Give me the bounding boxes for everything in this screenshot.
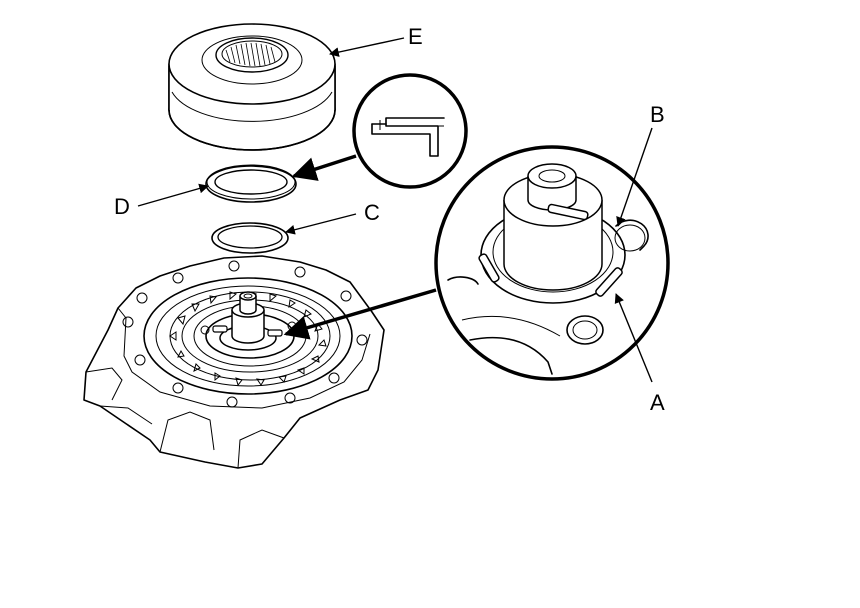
leader-e <box>329 37 405 57</box>
detail-arrow-shaft <box>283 288 437 340</box>
leader-c <box>285 213 357 235</box>
seal-ring-c <box>211 222 289 254</box>
callout-c: C <box>364 200 380 225</box>
leader-lines <box>137 37 653 383</box>
callout-d: D <box>114 194 130 219</box>
callout-b: B <box>650 102 665 127</box>
callout-e: E <box>408 24 423 49</box>
detail-arrow-washer <box>291 154 357 181</box>
thrust-washer-d <box>205 164 297 203</box>
clutch-drum <box>168 23 336 151</box>
spline-hub <box>225 42 276 67</box>
washer-section-detail <box>352 73 468 189</box>
flange-bolt-bosses <box>122 260 368 408</box>
stator-shaft <box>212 291 283 351</box>
leader-d <box>137 183 209 207</box>
seal-rings-detail <box>434 145 670 381</box>
leader-b <box>616 127 653 227</box>
callout-a: A <box>650 390 665 415</box>
leader-a <box>614 293 653 383</box>
oil-pump-assembly <box>83 255 385 469</box>
